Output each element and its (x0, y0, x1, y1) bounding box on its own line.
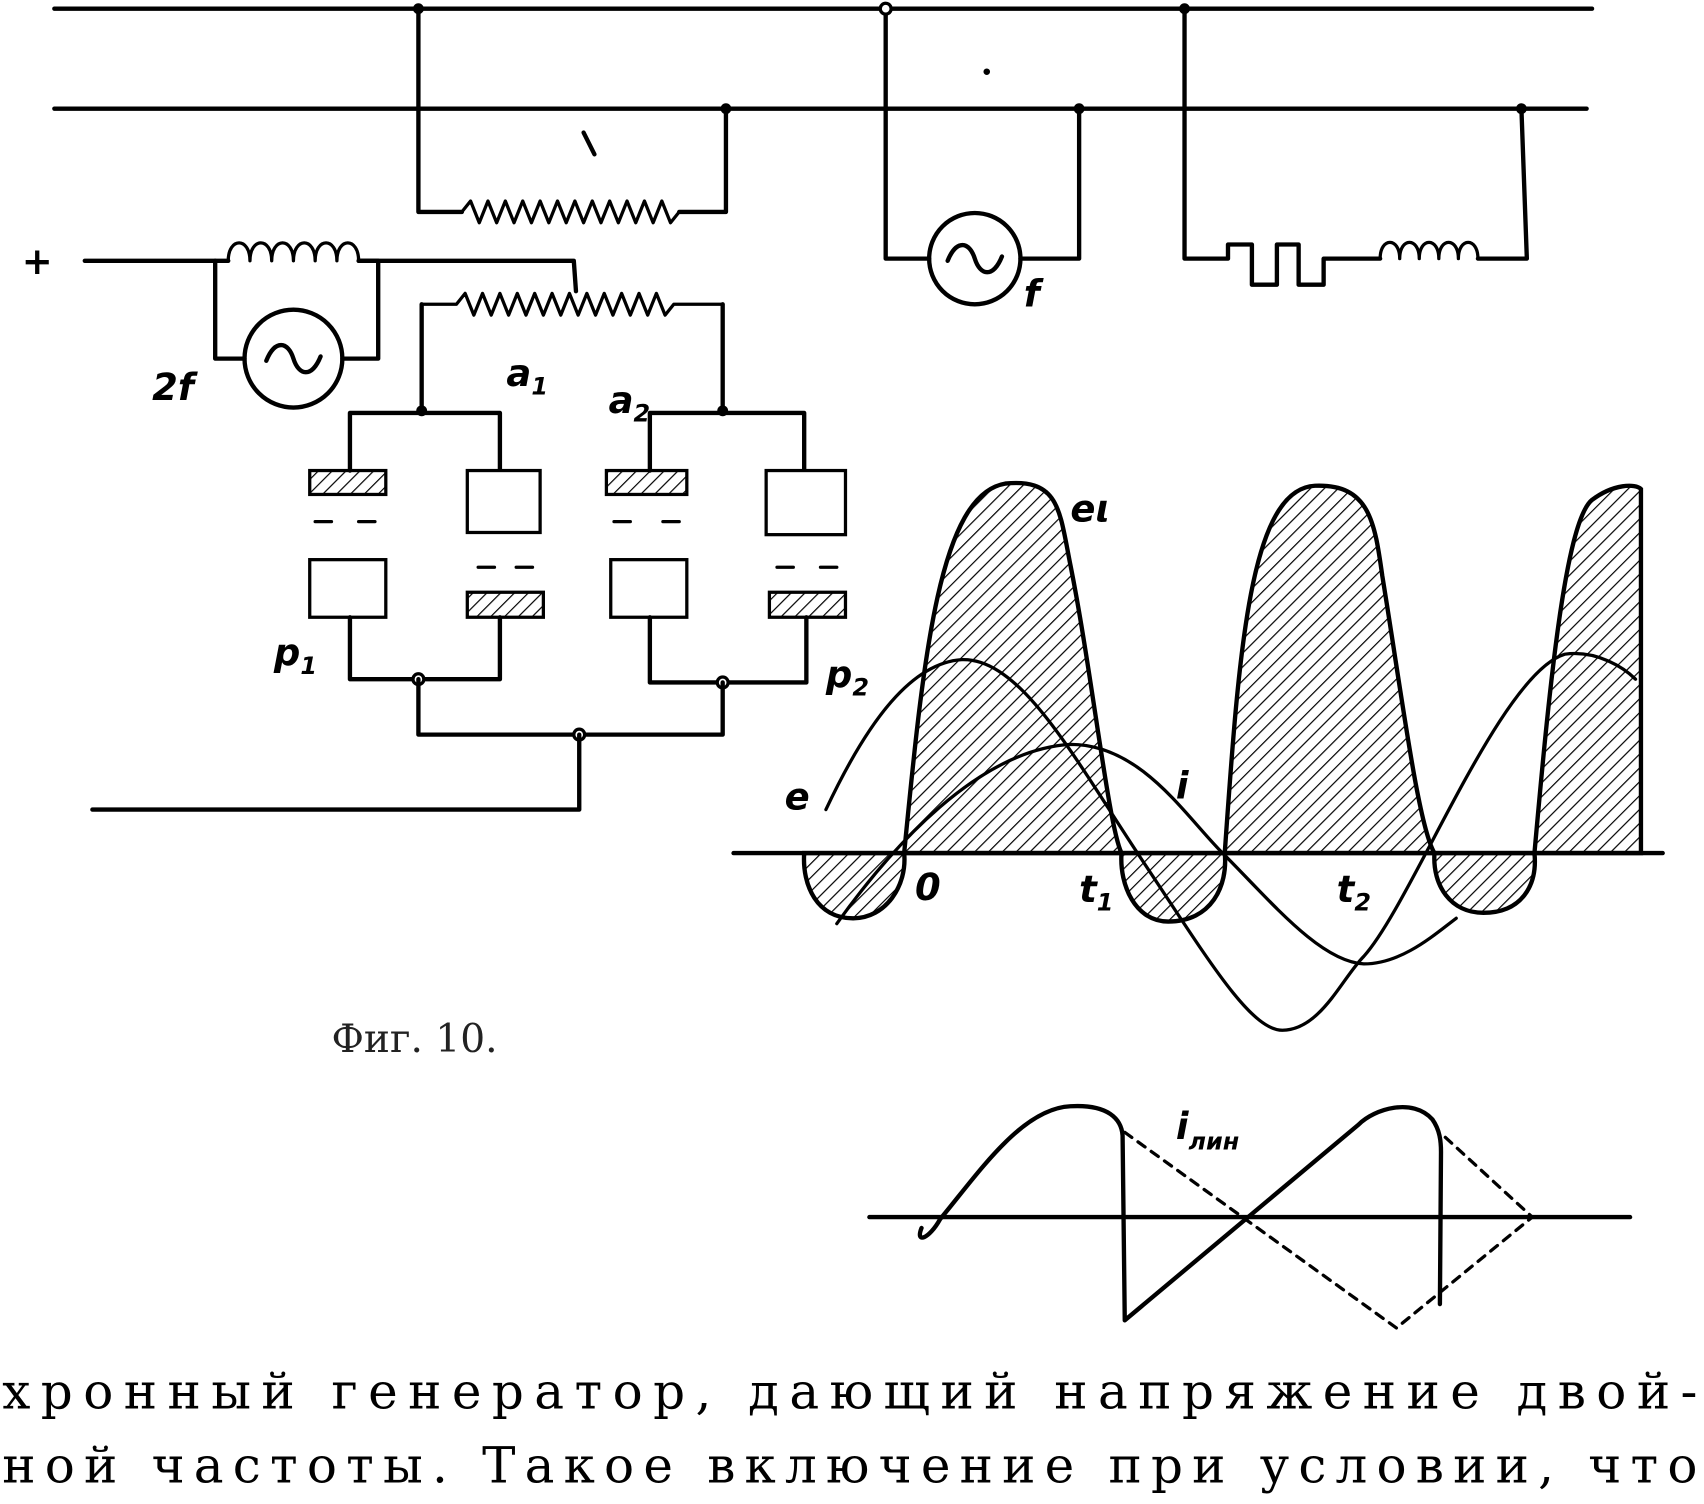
i-lin-dashed (1123, 1130, 1534, 1330)
rectifier-circuit: + 2f a1 a2 p1 p2 (22, 240, 869, 812)
label-t1: t1 (1079, 868, 1113, 917)
bus-lines (52, 6, 1595, 111)
anode-plate (308, 468, 388, 497)
e-waveform (824, 651, 1638, 1032)
label-a1: a1 (506, 352, 548, 401)
label-i: i (1176, 765, 1190, 808)
resistor-icon (460, 199, 681, 225)
coil-icon (226, 241, 361, 263)
label-p1: p1 (273, 631, 317, 680)
label-plus: + (22, 240, 53, 283)
body-text-line-1: хронный генератор, дающий напряжение дво… (2, 1362, 1697, 1420)
body-text-line-2: ной частоты. Такое включение при условии… (2, 1436, 1697, 1494)
label-a2: a2 (609, 379, 651, 428)
label-2f: 2f (152, 366, 198, 409)
branch-inductor (1179, 3, 1530, 287)
label-f: f (1024, 272, 1044, 315)
branch-resistor (412, 3, 991, 225)
branch-generator-f: f (878, 1, 1085, 315)
coil-icon (1378, 240, 1480, 261)
label-el: eι (1070, 488, 1109, 531)
waveform-upper: eι e i 0 t1 t2 (731, 480, 1665, 1032)
i-waveform (835, 742, 1458, 966)
label-p2: p2 (825, 653, 869, 702)
figure-caption: Фиг. 10. (331, 1017, 497, 1062)
resistor-icon (420, 291, 725, 317)
ac-generator-icon (242, 307, 345, 410)
cathode-block (465, 468, 542, 535)
i-lin-waveform (917, 1103, 1444, 1323)
waveform-line-current: iлин (867, 1103, 1633, 1330)
e-l-hatched-waveform (801, 480, 1644, 924)
label-t2: t2 (1337, 868, 1371, 917)
label-e: e (785, 776, 810, 819)
label-zero: 0 (915, 866, 941, 909)
label-ilin: iлин (1176, 1105, 1239, 1156)
